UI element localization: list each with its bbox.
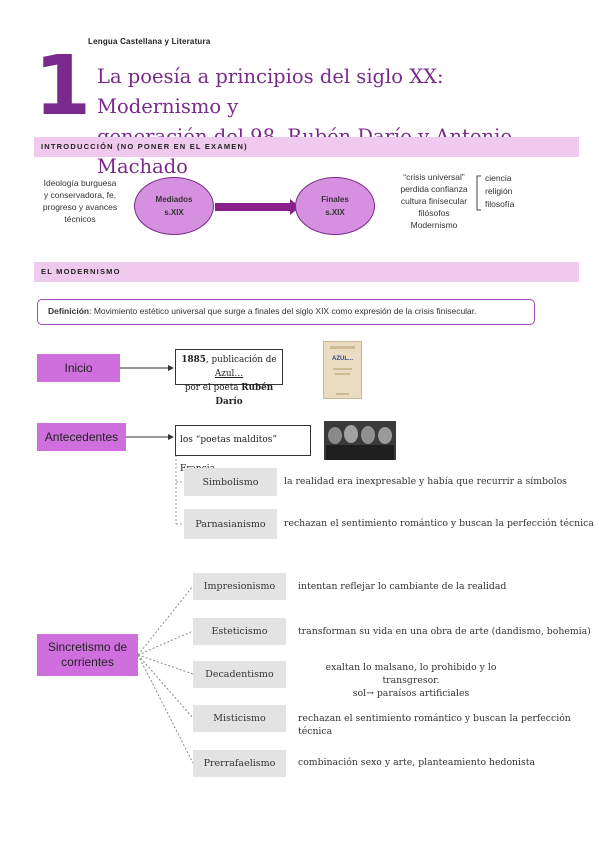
crisis-bracket bbox=[476, 175, 481, 211]
crisis-item: ciencia bbox=[485, 173, 512, 183]
ellipse-line: s.XIX bbox=[325, 208, 345, 217]
inicio-poet: Rubén Darío bbox=[215, 383, 274, 407]
inicio-book: Azul… bbox=[214, 369, 244, 379]
intro-arrow-shaft bbox=[215, 203, 290, 211]
crisis-line: “crisis universal” bbox=[403, 172, 465, 182]
intro-left-line: Ideología burguesa bbox=[43, 178, 117, 188]
antecedente-simbolismo: Simbolismo bbox=[184, 468, 277, 496]
crisis-line: filósofos bbox=[418, 208, 450, 218]
definition-label: Definición bbox=[48, 306, 90, 316]
intro-left-line: técnicos bbox=[64, 214, 96, 224]
inicio-arrow-head bbox=[168, 365, 174, 371]
antecedente-desc: rechazan el sentimiento romántico y busc… bbox=[284, 518, 594, 529]
corriente-esteticismo: Esteticismo bbox=[193, 618, 286, 645]
corriente-desc: exaltan lo malsano, lo prohibido y lo tr… bbox=[300, 661, 522, 700]
inicio-box: 1885, publicación de Azul… por el poeta … bbox=[175, 349, 283, 407]
intro-left-line: y conservadora, fe, bbox=[43, 190, 117, 200]
definition-box: Definición: Movimiento estético universa… bbox=[37, 299, 535, 325]
ellipse-line: Mediados bbox=[155, 195, 193, 204]
antecedente-parnasianismo: Parnasianismo bbox=[184, 509, 277, 539]
ellipse-finales: Finales s.XIX bbox=[295, 177, 375, 235]
corriente-impresionismo: Impresionismo bbox=[193, 573, 286, 600]
sincretismo-label: Sincretismo de corrientes bbox=[37, 634, 138, 676]
sincretismo-line: Sincretismo de bbox=[47, 640, 128, 654]
title-line-1: La poesía a principios del siglo XX: Mod… bbox=[97, 65, 444, 118]
crisis-line: cultura finisecular bbox=[400, 196, 468, 206]
crisis-line: Modernismo bbox=[410, 220, 458, 230]
corriente-desc-line: exaltan lo malsano, lo prohibido y lo tr… bbox=[325, 662, 497, 686]
antecedentes-arrow-head bbox=[168, 434, 174, 440]
crisis-items: ciencia religión filosofía bbox=[485, 172, 514, 211]
inicio-year: 1885 bbox=[181, 355, 206, 365]
intro-left-text: Ideología burguesa y conservadora, fe, p… bbox=[30, 177, 130, 225]
modernismo-section-header: EL MODERNISMO bbox=[34, 262, 579, 282]
crisis-text: “crisis universal” perdida confianza cul… bbox=[388, 171, 480, 231]
inicio-text: , publicación de bbox=[205, 355, 277, 365]
azul-book-cover-image: AZUL... bbox=[323, 341, 362, 399]
subject-label: Lengua Castellana y Literatura bbox=[88, 37, 211, 46]
ellipse-line: Finales bbox=[321, 195, 349, 204]
antecedentes-label: Antecedentes bbox=[37, 423, 126, 451]
antecedente-desc: la realidad era inexpresable y había que… bbox=[284, 476, 567, 487]
corriente-desc: transforman su vida en una obra de arte … bbox=[298, 626, 591, 637]
corriente-misticismo: Misticismo bbox=[193, 705, 286, 732]
ellipse-line: s.XIX bbox=[164, 208, 184, 217]
intro-section-header: INTRODUCCIÓN (NO PONER EN EL EXAMEN) bbox=[34, 137, 579, 157]
corriente-decadentismo: Decadentismo bbox=[193, 661, 286, 688]
crisis-item: filosofía bbox=[485, 199, 515, 209]
corriente-prerrafaelismo: Prerrafaelismo bbox=[193, 750, 286, 777]
corriente-desc: rechazan el sentimiento romántico y busc… bbox=[298, 713, 571, 737]
definition-text: : Movimiento estético universal que surg… bbox=[89, 306, 477, 316]
intro-left-line: progreso y avances bbox=[42, 202, 118, 212]
sincretismo-line: corrientes bbox=[61, 655, 114, 669]
page-title: La poesía a principios del siglo XX: Mod… bbox=[97, 62, 567, 182]
poetas-malditos-photo bbox=[324, 421, 396, 460]
azul-cover-title: AZUL... bbox=[332, 356, 353, 362]
inicio-label: Inicio bbox=[37, 354, 120, 382]
antecedentes-box: los “poetas malditos” Francia bbox=[175, 425, 311, 474]
corriente-desc: combinación sexo y arte, planteamiento h… bbox=[298, 757, 536, 768]
ellipse-mediados: Mediados s.XIX bbox=[134, 177, 214, 235]
crisis-line: perdida confianza bbox=[400, 184, 468, 194]
crisis-item: religión bbox=[485, 186, 513, 196]
inicio-text: por el poeta bbox=[184, 383, 242, 393]
corriente-desc: intentan reflejar lo cambiante de la rea… bbox=[298, 581, 507, 592]
unit-number: 1 bbox=[34, 39, 92, 134]
corriente-desc-line: sol→ paraísos artificiales bbox=[352, 688, 470, 699]
